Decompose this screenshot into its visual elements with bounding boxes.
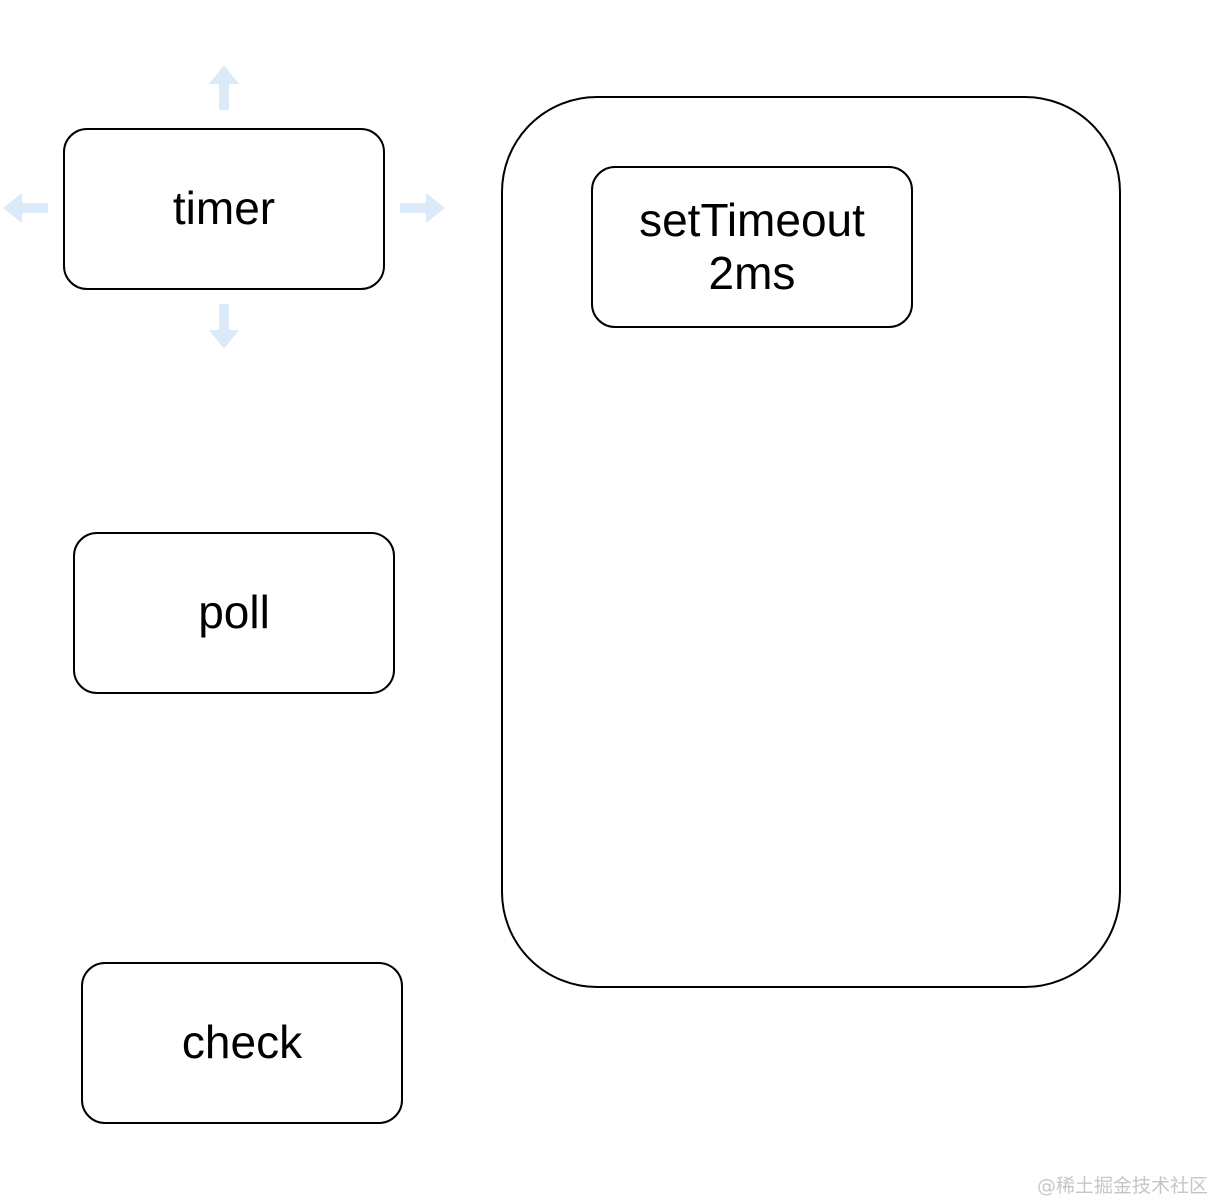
check-label: check [181,1016,303,1069]
timer-node[interactable]: timer [63,128,385,290]
settimeout-delay-label: 2ms [708,247,796,299]
arrow-down-icon [199,302,249,352]
settimeout-node[interactable]: setTimeout 2ms [591,166,913,328]
watermark: @稀土掘金技术社区 [1036,1175,1208,1197]
arrow-left-icon [0,183,50,233]
poll-node[interactable]: poll [73,532,395,694]
timer-label: timer [172,182,276,235]
arrow-right-icon [398,183,448,233]
check-node[interactable]: check [81,962,403,1124]
settimeout-label: setTimeout [639,193,865,246]
poll-label: poll [198,586,270,639]
arrow-up-icon [199,62,249,112]
